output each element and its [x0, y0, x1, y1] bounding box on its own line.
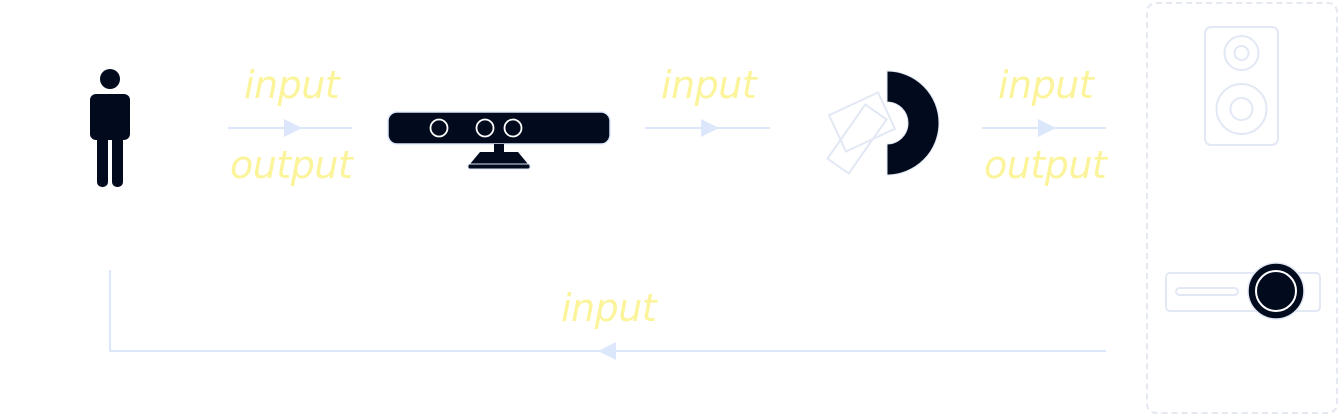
projector-icon [1165, 262, 1321, 320]
speaker-icon [1204, 26, 1279, 146]
flow-label-input: input [244, 63, 340, 107]
arrow-head-right-icon [284, 119, 302, 137]
arrow-head-right-icon [1038, 119, 1056, 137]
person-icon [90, 69, 130, 187]
flow-label-input: input [661, 63, 757, 107]
connector-person-to-camera [228, 119, 352, 137]
connector-processor-to-devices [982, 119, 1106, 137]
depth-camera-icon [387, 111, 611, 170]
flow-label-output: output [230, 143, 353, 187]
output-devices-panel [1146, 2, 1338, 414]
arrow-head-right-icon [701, 119, 719, 137]
flow-label-input: input [561, 286, 657, 330]
flow-label-input: input [998, 63, 1094, 107]
connector-feedback-loop [109, 270, 1106, 360]
processor-icon [826, 70, 940, 176]
flow-label-output: output [984, 143, 1107, 187]
arrow-head-left-icon [598, 342, 616, 360]
connector-camera-to-processor [645, 119, 770, 137]
